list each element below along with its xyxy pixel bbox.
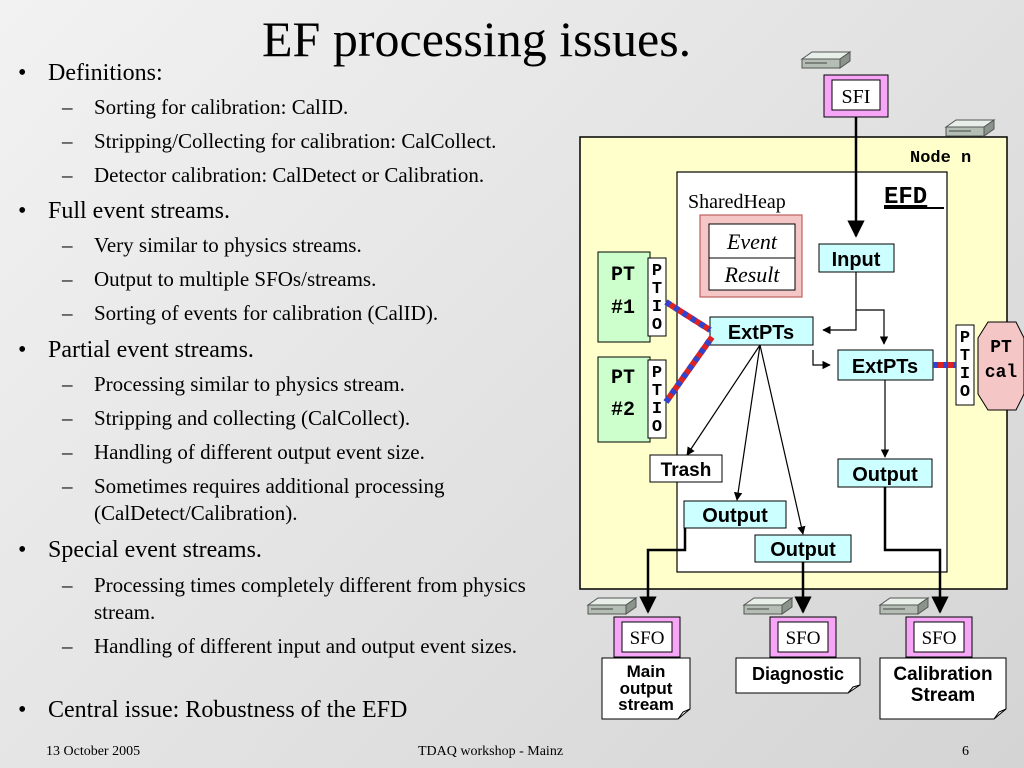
ptio-letter: P [652, 262, 662, 281]
footer-page: 6 [962, 744, 969, 759]
extpts-label-2: ExtPTs [852, 356, 918, 378]
slide-title: EF processing issues. [262, 11, 692, 67]
sfo-server-icon-1 [587, 597, 637, 615]
ptio-letter: I [652, 400, 662, 419]
ptio-letter: O [652, 418, 662, 437]
output-label-3: Output [852, 464, 918, 486]
ptio-letter: O [960, 383, 970, 402]
ptio-letter: P [960, 329, 970, 348]
output-label-2: Output [770, 539, 836, 561]
stream-label-main-1: Main [627, 662, 666, 681]
stream-label-diag: Diagnostic [752, 664, 844, 684]
sfo-label-calib: SFO [922, 628, 957, 649]
pt2-box [597, 356, 651, 443]
sfo-box-main [621, 621, 673, 653]
pt1-box [597, 251, 651, 343]
sub-bullet-text: Sometimes requires additional processing… [94, 474, 445, 525]
result-label: Result [724, 262, 781, 287]
ptio-letter: P [652, 364, 662, 383]
stream-label-main-3: stream [618, 695, 674, 714]
trash-box [649, 454, 723, 483]
ptio-letter: I [960, 365, 970, 384]
stream-doc-diag [735, 657, 861, 694]
footer-date: 13 October 2005 [46, 744, 141, 759]
extpts-label-1: ExtPTs [728, 322, 794, 344]
ptcal-label-line2: cal [985, 363, 1018, 383]
bullet-text: Full event streams. [48, 198, 230, 224]
pt1-label-line2: #1 [611, 297, 635, 320]
pt-link-lines [663, 299, 956, 404]
pt2-label-line2: #2 [611, 399, 635, 422]
sub-bullet-text: Processing times completely different fr… [94, 573, 526, 624]
sub-bullet-text: Detector calibration: CalDetect or Calib… [94, 163, 485, 187]
trash-label: Trash [661, 460, 712, 481]
sub-bullet-text: Output to multiple SFOs/streams. [94, 267, 377, 291]
sfi-box [831, 79, 881, 111]
sfi-server-icon [801, 51, 851, 69]
sfo-box-calib [913, 621, 965, 653]
bullet-text: Central issue: Robustness of the EFD [48, 697, 408, 723]
input-label: Input [832, 249, 881, 271]
bullet-text: Special event streams. [48, 537, 262, 563]
bullet-text: Definitions: [48, 60, 163, 86]
ptcal-box [977, 321, 1024, 411]
extpts-box-2 [837, 349, 934, 381]
sub-bullet-text: Processing similar to physics stream. [94, 372, 405, 396]
sfo-box-diag [777, 621, 829, 653]
stream-doc-main [601, 657, 691, 720]
output-box-1 [683, 500, 787, 529]
sub-bullet-text: Handling of different input and output e… [94, 634, 518, 658]
ptio-letter: O [652, 316, 662, 335]
stream-label-calib-2: Stream [911, 685, 975, 706]
output-label-1: Output [702, 505, 768, 527]
stream-label-calib-1: Calibration [893, 664, 992, 685]
ptio-letter: T [960, 347, 970, 366]
stream-doc-calib [879, 657, 1007, 720]
sub-bullet-text: Stripping and collecting (CalCollect). [94, 406, 411, 430]
efd-label: EFD [884, 184, 927, 211]
ptio-letter: I [652, 298, 662, 317]
ptcal-label-line1: PT [990, 338, 1012, 358]
sub-bullet-text: Sorting for calibration: CalID. [94, 95, 349, 119]
footer-event: TDAQ workshop - Mainz [418, 744, 564, 759]
sub-bullet-text: Sorting of events for calibration (CalID… [94, 301, 439, 325]
event-label: Event [726, 229, 778, 254]
stream-label-main-2: output [620, 679, 673, 698]
sharedheap-label: SharedHeap [688, 191, 786, 213]
bullet-text: Partial event streams. [48, 337, 254, 363]
sub-bullet-text: Handling of different output event size. [94, 440, 425, 464]
output-box-3 [837, 458, 933, 488]
pt2-label-line1: PT [611, 367, 635, 390]
ptio-letter: T [652, 382, 662, 401]
sfo-server-icon-3 [879, 597, 929, 615]
sfo-label-main: SFO [630, 628, 665, 649]
sfo-label-diag: SFO [786, 628, 821, 649]
pt1-label-line1: PT [611, 264, 635, 287]
ptio-letter: T [652, 280, 662, 299]
sub-bullet-text: Very similar to physics streams. [94, 233, 362, 257]
node-label: Node n [910, 149, 971, 168]
sfo-server-icon-2 [743, 597, 793, 615]
ptio-box-1 [647, 257, 667, 337]
node-server-icon [945, 119, 995, 137]
extpts-box-1 [709, 316, 814, 346]
sub-bullet-text: Stripping/Collecting for calibration: Ca… [94, 129, 497, 153]
sfi-label: SFI [842, 86, 871, 108]
input-box [818, 243, 895, 273]
